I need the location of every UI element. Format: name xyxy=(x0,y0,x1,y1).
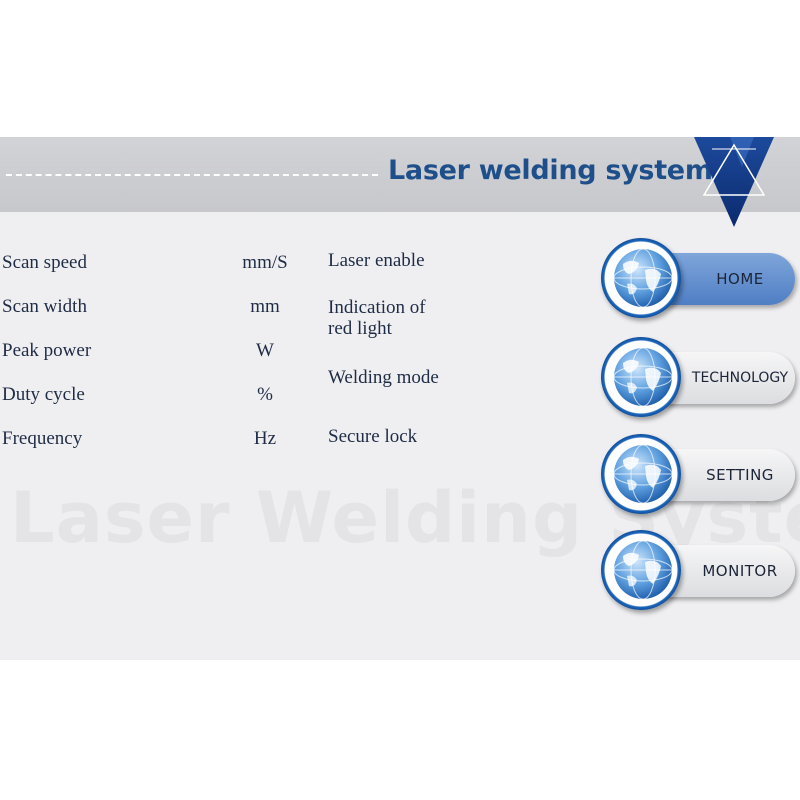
status-label-laser-enable: Laser enable xyxy=(328,250,425,271)
triangle-emblem-icon xyxy=(694,137,774,227)
technology-button-label: TECHNOLOGY xyxy=(691,370,789,386)
param-label-frequency: Frequency xyxy=(2,428,83,449)
status-label-secure-lock: Secure lock xyxy=(328,426,418,447)
setting-button[interactable]: SETTING xyxy=(601,434,800,514)
param-label-peak-power: Peak power xyxy=(2,340,92,361)
param-unit-peak-power: W xyxy=(256,340,274,361)
setting-button-label: SETTING xyxy=(706,466,774,484)
technology-button[interactable]: TECHNOLOGY xyxy=(601,337,800,417)
header-bar: Laser welding system xyxy=(0,137,800,212)
globe-icon xyxy=(613,444,673,504)
home-button[interactable]: HOME xyxy=(601,238,800,318)
globe-icon xyxy=(613,347,673,407)
page-title: Laser welding system xyxy=(388,155,713,186)
param-unit-scan-width: mm xyxy=(250,296,280,317)
param-label-duty-cycle: Duty cycle xyxy=(2,384,85,405)
home-button-label: HOME xyxy=(716,270,764,288)
hmi-screen: Laser welding system Laser Welding Syste… xyxy=(0,137,800,660)
param-unit-duty-cycle: % xyxy=(257,384,273,405)
globe-icon xyxy=(613,540,673,600)
status-label-welding-mode: Welding mode xyxy=(328,367,439,388)
monitor-button[interactable]: MONITOR xyxy=(601,530,800,610)
header-divider xyxy=(6,174,378,176)
status-label-red-light-line1: Indication of xyxy=(328,297,426,318)
monitor-button-label: MONITOR xyxy=(702,562,778,580)
param-label-scan-speed: Scan speed xyxy=(2,252,87,273)
param-label-scan-width: Scan width xyxy=(2,296,87,317)
param-unit-frequency: Hz xyxy=(253,428,277,449)
status-label-red-light-line2: red light xyxy=(328,318,392,339)
globe-icon xyxy=(613,248,673,308)
param-unit-scan-speed: mm/S xyxy=(242,252,288,273)
